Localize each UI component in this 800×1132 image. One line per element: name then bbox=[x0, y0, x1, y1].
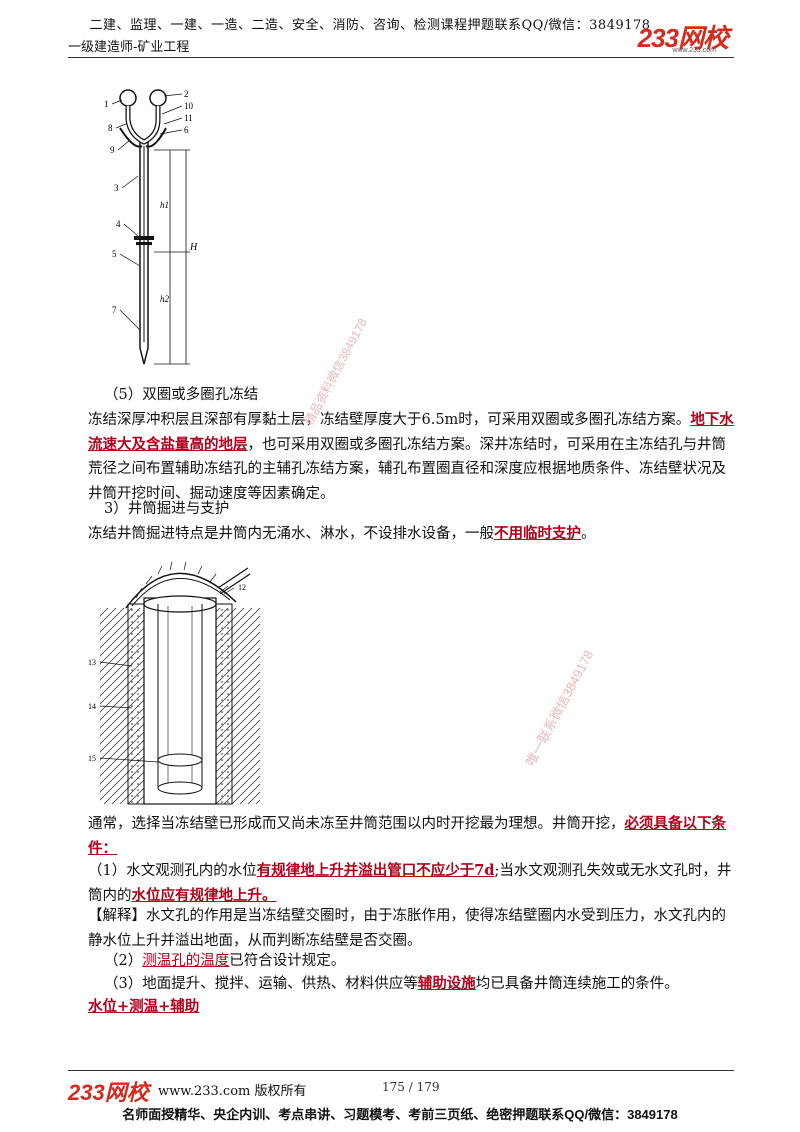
watermark-2: 唯一联系微信3849178 bbox=[522, 647, 597, 769]
condition-3: （3）地面提升、搅拌、运输、供热、材料供应等辅助设施均已具备井筒连续施工的条件。 bbox=[104, 972, 754, 997]
condition-1-text-a: （1）水文观测孔内的水位 bbox=[88, 863, 257, 879]
fig2-label-14: 14 bbox=[88, 702, 96, 711]
section-3-highlight: 不用临时支护 bbox=[494, 525, 581, 542]
section-5-highlight: 地下水流速大及含盐量高的地层 bbox=[88, 411, 734, 453]
conditions-intro-text: 通常，选择当冻结壁已形成而又尚未冻至井筒范围以内时开挖最为理想。井筒开挖， bbox=[88, 816, 625, 832]
fig1-label-3: 3 bbox=[114, 183, 119, 193]
header-logo: 233网校 bbox=[637, 23, 729, 53]
condition-2-text-a: （2） bbox=[104, 953, 143, 969]
fig1-label-8: 8 bbox=[108, 123, 113, 133]
footer-rule bbox=[68, 1070, 734, 1071]
conditions-intro: 通常，选择当冻结壁已形成而又尚未冻至井筒范围以内时开挖最为理想。井筒开挖，必须具… bbox=[88, 812, 738, 861]
section-5-text-a: 冻结深厚冲积层且深部有厚黏土层，冻结壁厚度大于6.5m时，可采用双圈或多圈孔冻结… bbox=[88, 412, 691, 428]
fig1-label-11: 11 bbox=[184, 113, 193, 123]
condition-3-highlight: 辅助设施 bbox=[417, 975, 476, 992]
fig1-label-H: H bbox=[189, 242, 198, 253]
fig2-label-12: 12 bbox=[238, 583, 246, 592]
condition-1-highlight: 有规律地上升并溢出管口不应少于7d bbox=[256, 862, 495, 879]
shaft-excavation-figure: 12 13 14 15 bbox=[88, 561, 260, 805]
fig2-label-15: 15 bbox=[88, 754, 96, 763]
summary-highlight: 水位+测温+辅助 bbox=[88, 998, 200, 1015]
section-3-text-b: 。 bbox=[581, 526, 596, 542]
footer-url: www.233.com 版权所有 bbox=[158, 1084, 307, 1099]
footer-logo: 233网校 bbox=[68, 1080, 149, 1105]
summary-line: 水位+测温+辅助 bbox=[88, 995, 738, 1020]
header-rule bbox=[68, 57, 734, 58]
section-5-paragraph: 冻结深厚冲积层且深部有厚黏土层，冻结壁厚度大于6.5m时，可采用双圈或多圈孔冻结… bbox=[88, 408, 738, 506]
header-logo-url: www.233.com bbox=[672, 47, 716, 54]
condition-2: （2）测温孔的温度已符合设计规定。 bbox=[104, 949, 754, 974]
footer-note: 名师面授精华、央企内训、考点串讲、习题模考、考前三页纸、绝密押题联系QQ/微信：… bbox=[122, 1107, 678, 1122]
fig1-label-6: 6 bbox=[184, 125, 189, 135]
section-3-heading: 3）井筒掘进与支护 bbox=[104, 501, 230, 517]
fig1-label-9: 9 bbox=[110, 145, 115, 155]
condition-2-highlight: 测温孔的温度 bbox=[142, 953, 230, 969]
condition-1-text-b: ;当水文观测孔失效或无水文孔时，井筒内的 bbox=[88, 863, 732, 904]
fig1-label-h2: h2 bbox=[160, 294, 170, 304]
section-5-heading: （5）双圈或多圈孔冻结 bbox=[104, 387, 259, 403]
fig1-label-5: 5 bbox=[112, 249, 117, 259]
condition-2-text-b: 已符合设计规定。 bbox=[229, 953, 346, 969]
header-subtitle: 一级建造师-矿业工程 bbox=[68, 40, 190, 55]
fig1-label-10: 10 bbox=[184, 101, 194, 111]
section-3-text-a: 冻结井筒掘进特点是井筒内无涌水、淋水，不设排水设备，一般 bbox=[88, 526, 494, 542]
header-top-line: 二建、监理、一建、一造、二造、安全、消防、咨询、检测课程押题联系QQ/微信：38… bbox=[89, 18, 651, 33]
fig1-label-1: 1 bbox=[104, 99, 109, 109]
explanation: 【解释】水文孔的作用是当冻结壁交圈时，由于冻胀作用，使得冻结壁圈内水受到压力，水… bbox=[88, 908, 726, 949]
fig1-label-2: 2 bbox=[184, 89, 189, 99]
condition-1: （1）水文观测孔内的水位有规律地上升并溢出管口不应少于7d;当水文观测孔失效或无… bbox=[88, 859, 738, 908]
condition-3-text-a: （3）地面提升、搅拌、运输、供热、材料供应等 bbox=[104, 976, 418, 992]
fig1-label-h1: h1 bbox=[160, 200, 169, 210]
fig1-label-4: 4 bbox=[116, 219, 121, 229]
fig2-label-13: 13 bbox=[88, 658, 96, 667]
condition-3-text-b: 均已具备井筒连续施工的条件。 bbox=[475, 976, 679, 992]
fig1-label-7: 7 bbox=[112, 305, 117, 315]
conditions-intro-highlight: 必须具备以下条件： bbox=[88, 815, 726, 857]
page-number: 175 / 179 bbox=[382, 1080, 440, 1094]
condition-1-highlight-2: 水位应有规律地上升。 bbox=[131, 886, 277, 904]
section-3-paragraph: 冻结井筒掘进特点是井筒内无涌水、淋水，不设排水设备，一般不用临时支护。 bbox=[88, 522, 738, 547]
section-5-text-b: ，也可采用双圈或多圈孔冻结方案。深井冻结时，可采用在主冻结孔与井筒荒径之间布置辅… bbox=[88, 436, 726, 502]
freeze-pipe-figure: 1 2 10 8 11 9 6 3 h1 4 H 5 h2 7 bbox=[104, 89, 198, 365]
